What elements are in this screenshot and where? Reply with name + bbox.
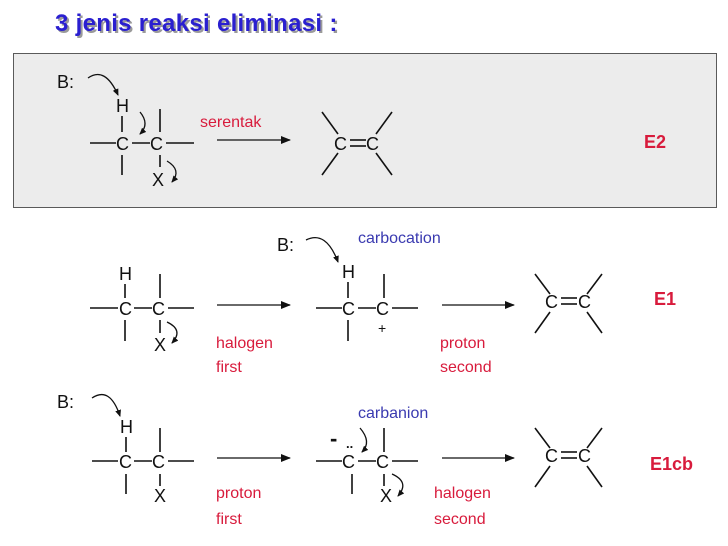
e1cb-int-carbon-2: C <box>376 452 389 472</box>
e2-condition: serentak <box>200 114 262 131</box>
e1cb-carbon-2: C <box>152 452 165 472</box>
e1cb-leaving-arrow <box>391 473 405 497</box>
e1-leaving-arrow <box>166 321 179 344</box>
e2-carbon-1: C <box>116 134 129 154</box>
e1-step1-line2: first <box>216 359 242 376</box>
e2-product-carbon-1: C <box>334 134 347 154</box>
e1cb-intermediate: carbanion <box>358 405 428 422</box>
e1-carbocation-charge: + <box>378 320 386 336</box>
e1cb-base-attack-arrow <box>91 393 121 417</box>
e1-mechanism: H C C X halogen first B: carbocation H C… <box>90 230 676 376</box>
e1cb-lone-pair: .. <box>346 436 353 451</box>
e2-label: E2 <box>644 132 666 152</box>
e1cb-product-carbon-1: C <box>545 446 558 466</box>
e1cb-step2-line1: halogen <box>434 485 491 502</box>
e1cb-product-carbon-2: C <box>578 446 591 466</box>
e1-base: B: <box>277 235 294 255</box>
e1cb-int-carbon-1: C <box>342 452 355 472</box>
e1-base-attack-arrow <box>305 236 339 263</box>
e1cb-step2-line2: second <box>434 511 486 528</box>
e1-leaving-group: X <box>154 335 166 355</box>
e1cb-base: B: <box>57 392 74 412</box>
e1-carbon-2: C <box>152 299 165 319</box>
e1-int-carbon-2: C <box>376 299 389 319</box>
e1-intermediate: carbocation <box>358 230 441 247</box>
e1cb-int-leaving-group: X <box>380 486 392 506</box>
e2-panel <box>13 53 717 208</box>
e1cb-leaving-group: X <box>154 486 166 506</box>
e1cb-lone-pair-arrow <box>359 427 369 453</box>
e1-int-carbon-1: C <box>342 299 355 319</box>
e2-product-carbon-2: C <box>366 134 379 154</box>
e1cb-step1-line1: proton <box>216 485 261 502</box>
e1cb-label: E1cb <box>650 454 693 474</box>
e2-ch-bond-arrow <box>139 111 147 135</box>
page-title: 3 jenis reaksi eliminasi : <box>55 10 338 37</box>
e1-step2-line1: proton <box>440 335 485 352</box>
e2-leaving-arrow <box>166 160 179 183</box>
e1-hydrogen: H <box>119 264 132 284</box>
e1-product-carbon-2: C <box>578 292 591 312</box>
e2-base-attack-arrow <box>87 73 119 96</box>
e1cb-step1-line2: first <box>216 511 242 528</box>
e1-carbon-1: C <box>119 299 132 319</box>
e1cb-hydrogen: H <box>120 417 133 437</box>
e1-product-carbon-1: C <box>545 292 558 312</box>
e1-step1-line1: halogen <box>216 335 273 352</box>
e2-base: B: <box>57 72 74 92</box>
e1cb-mechanism: B: H C C X proton first carbanion - .. C… <box>57 392 693 528</box>
e1cb-carbanion-charge: - <box>330 426 337 451</box>
e1-step2-line2: second <box>440 359 492 376</box>
e2-carbon-2: C <box>150 134 163 154</box>
e1-int-hydrogen: H <box>342 262 355 282</box>
e2-leaving-group: X <box>152 170 164 190</box>
e1-label: E1 <box>654 289 676 309</box>
e2-hydrogen: H <box>116 96 129 116</box>
e2-mechanism: B: H C C X serentak C C E2 <box>57 72 666 190</box>
e1cb-carbon-1: C <box>119 452 132 472</box>
